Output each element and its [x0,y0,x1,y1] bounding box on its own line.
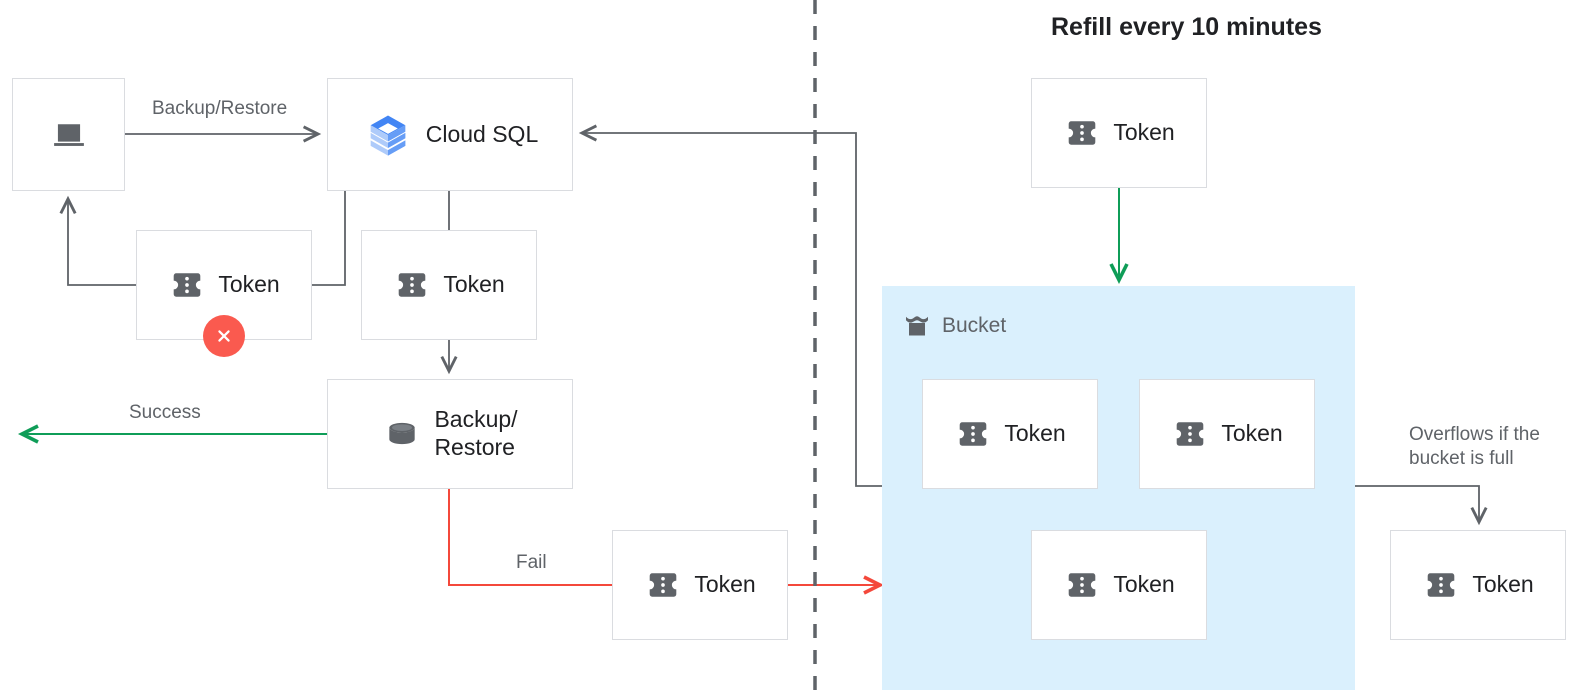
node-label: Token [1472,571,1534,598]
node-token-bucket-2[interactable]: Token [1139,379,1315,489]
node-backup-restore[interactable]: Backup/ Restore [327,379,573,489]
token-icon [954,415,992,453]
node-client[interactable] [12,78,125,191]
edge-token-failed-to-client [59,195,136,286]
edge-bucket-to-cloudsql [578,124,882,487]
node-label: Token [1221,420,1283,447]
token-icon [393,266,431,304]
page-title: Refill every 10 minutes [1051,13,1322,41]
node-label: Token [1113,119,1175,146]
edge-label-overflow: Overflows if the bucket is full [1409,424,1540,469]
bucket-label: Bucket [942,314,1007,337]
bucket-icon [902,311,932,341]
bucket-header: Bucket [902,311,1006,341]
node-label: Backup/ Restore [434,406,518,460]
token-icon [1063,566,1101,604]
node-label: Token [694,571,756,598]
token-icon [644,566,682,604]
node-label: Token [443,271,505,298]
token-icon [1063,114,1101,152]
token-icon [168,266,206,304]
node-token-refill[interactable]: Token [1031,78,1207,188]
edge-backup-fail [448,489,612,586]
node-token-fail[interactable]: Token [612,530,788,640]
node-token-request[interactable]: Token [361,230,537,340]
error-x-icon [203,315,245,357]
node-token-overflow[interactable]: Token [1390,530,1566,640]
node-token-bucket-1[interactable]: Token [922,379,1098,489]
edge-bucket-overflow [1355,485,1488,526]
edge-label-fail: Fail [516,552,547,573]
edge-cloudsql-to-token-failed [312,191,346,286]
token-icon [1422,566,1460,604]
node-label: Token [1113,571,1175,598]
node-label: Token [218,271,280,298]
node-token-bucket-3[interactable]: Token [1031,530,1207,640]
node-cloud-sql[interactable]: Cloud SQL [327,78,573,191]
node-label: Token [1004,420,1066,447]
edge-label-success: Success [129,402,201,423]
node-label: Cloud SQL [425,120,539,147]
database-icon [382,414,422,454]
cloud-sql-icon [362,109,414,161]
edge-label-backup-restore: Backup/Restore [152,98,288,119]
token-icon [1171,415,1209,453]
laptop-icon [50,116,88,154]
